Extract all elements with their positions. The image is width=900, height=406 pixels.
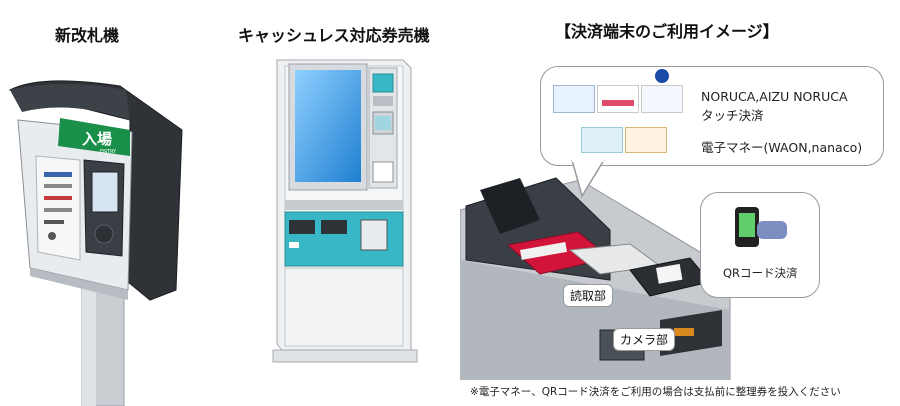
reader-label: 読取部 <box>563 284 614 307</box>
card-icon <box>597 85 639 113</box>
gate-sign <box>58 118 130 156</box>
emoney-text: 電子マネー(WAON,nanaco) <box>701 140 863 155</box>
qr-payment-text: QRコード決済 <box>723 266 798 280</box>
ticket-machine-title: キャッシュレス対応券売機 <box>238 26 430 45</box>
card-payment-line2: タッチ決済 <box>701 108 764 123</box>
payment-terminal-title: 【決済端末のご利用イメージ】 <box>555 22 779 41</box>
ticket-machine-illustration <box>272 59 418 363</box>
card-icon <box>553 85 595 113</box>
card-icon <box>581 127 623 153</box>
gate-sign-subtext: ENTRY <box>100 149 117 155</box>
contactless-icon <box>655 69 669 83</box>
camera-label: カメラ部 <box>613 328 676 351</box>
bubble-tail <box>571 160 605 198</box>
gate-title: 新改札機 <box>55 26 120 45</box>
ticket-gate-illustration: 入場 ENTRY <box>8 80 183 406</box>
payment-note: ※電子マネー、QRコード決済をご利用の場合は支払前に整理券を投入ください <box>470 386 841 398</box>
payment-methods-bubble: NORUCA,AIZU NORUCA タッチ決済 電子マネー(WAON,nana… <box>540 66 884 166</box>
qr-payment-bubble: QRコード決済 <box>700 192 820 298</box>
card-icon <box>641 85 683 113</box>
smartphone-icon <box>735 207 759 247</box>
card-icon <box>625 127 667 153</box>
gate-sign-text: 入場 <box>82 130 112 148</box>
card-payment-line1: NORUCA,AIZU NORUCA <box>701 89 848 104</box>
hand-icon <box>757 221 787 239</box>
